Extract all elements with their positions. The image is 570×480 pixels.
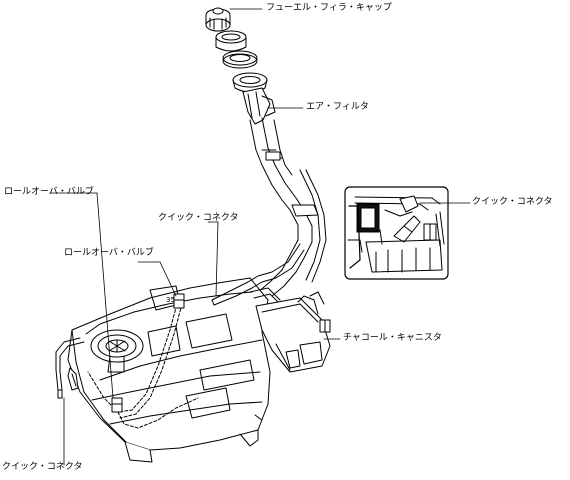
rollover-valve-inner xyxy=(173,293,185,309)
filler-cap xyxy=(205,7,231,32)
charcoal-canister xyxy=(255,291,331,373)
svg-text:35: 35 xyxy=(166,296,175,304)
label-air-filter: エア・フィルタ xyxy=(306,102,369,112)
filler-seal-ring xyxy=(222,50,258,69)
fuel-tank: 35 xyxy=(67,277,271,463)
label-charcoal-canister: チャコール・キャニスタ xyxy=(343,333,442,343)
filler-gasket xyxy=(215,30,247,52)
label-quick-connector-detail: クイック・コネクタ xyxy=(472,197,553,207)
label-quick-connector-bottom: クイック・コネクタ xyxy=(2,462,83,472)
quick-connector-inset xyxy=(344,186,449,280)
air-filter xyxy=(242,87,276,125)
label-quick-connector-center: クイック・コネクタ xyxy=(158,213,239,223)
leader-lines xyxy=(49,8,471,466)
label-rollover-valve-inner: ロールオーバ・バルブ xyxy=(64,248,154,258)
label-fuel-filler-cap: フューエル・フィラ・キャップ xyxy=(266,3,392,13)
fuel-pump-unit xyxy=(90,329,144,373)
rollover-valve-outer xyxy=(111,397,123,413)
left-feed-hose xyxy=(55,337,85,399)
vent-lines xyxy=(211,243,305,307)
internal-vent-lines xyxy=(87,299,199,429)
label-rollover-valve-outer: ロールオーバ・バルブ xyxy=(4,187,94,197)
filler-pipe xyxy=(249,117,327,297)
filler-neck-ring xyxy=(232,72,268,93)
